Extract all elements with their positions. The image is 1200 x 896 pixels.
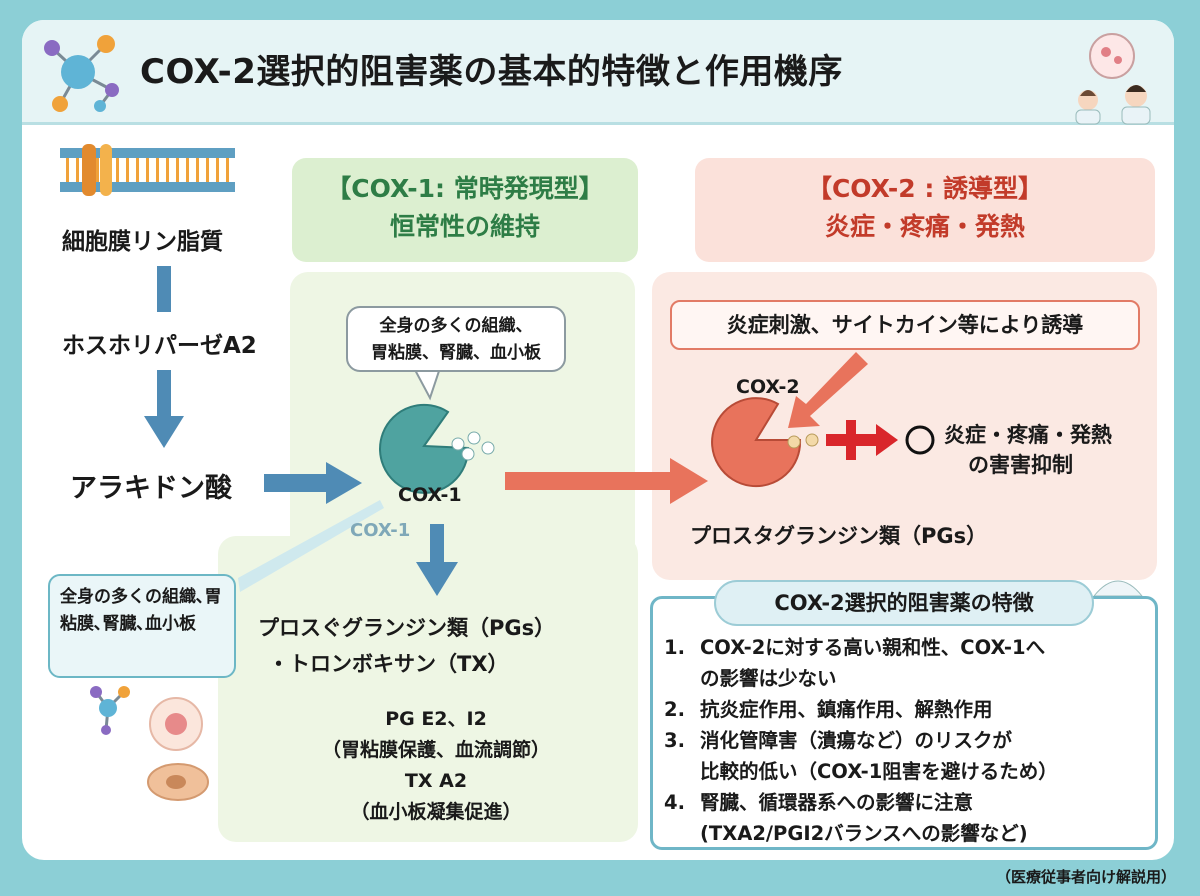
- title-band: [22, 20, 1174, 125]
- feature-item: 3. 消化管障害（潰瘍など）のリスクが 比較的低い（COX-1阻害を避けるため）: [664, 725, 1154, 787]
- cox1-header-line2: 恒常性の維持: [389, 212, 540, 241]
- feature-num: 1.: [664, 636, 685, 659]
- cells-illustration: [90, 686, 209, 801]
- features-title: COX-2選択的阻害薬の特徴: [714, 580, 1094, 626]
- cox1-effects-list: PG E2、I2 （胃粘膜保護、血流調節） TX A2 （血小板凝集促進）: [250, 704, 622, 828]
- membrane-label: 細胞膜リン脂質: [62, 229, 223, 255]
- molecule-icon: [44, 35, 119, 112]
- cox2-header-line1: 【COX-2 : 誘導型】: [806, 174, 1044, 203]
- cox1-panel-extension: [218, 536, 638, 842]
- feature-num: 3.: [664, 729, 685, 752]
- cox1-bubble-line1: 全身の多くの組織、: [379, 316, 533, 336]
- feature-text: 消化管障害（潰瘍など）のリスクが 比較的低い（COX-1阻害を避けるため）: [700, 729, 1058, 783]
- cox1-header: 【COX-1: 常時発現型】 恒常性の維持: [292, 158, 638, 262]
- enzyme-label: ホスホリパーゼA2: [62, 333, 257, 359]
- feature-text: 腎臓、循環器系への影響に注意 (TXA2/PGI2バランスへの影響など): [700, 791, 1028, 845]
- feature-text: 抗炎症作用、鎮痛作用、解熱作用: [700, 698, 993, 721]
- cox1-bubble-line2: 胃粘膜、腎臓、血小板: [371, 343, 541, 363]
- cox1-faded-label: COX-1: [350, 520, 411, 541]
- cox2-effect-text: 炎症・疼痛・発熱 の害害抑制: [944, 420, 1144, 480]
- feature-num: 2.: [664, 698, 685, 721]
- cox2-product-label: プロスタグランジン類（PGs）: [690, 524, 988, 548]
- cox1-products-line1: プロスぐグランジン類（PGs）: [258, 616, 556, 640]
- cox2-effect-line1: 炎症・疼痛・発熱: [944, 423, 1112, 447]
- substrate-label: アラキドン酸: [70, 473, 232, 504]
- features-list: 1. COX-2に対する高い親和性、COX-1へ の影響は少ない 2. 抗炎症作…: [664, 632, 1154, 849]
- cox1-side-bubble: 全身の多くの組織､胃粘膜､腎臓､血小板: [48, 574, 236, 678]
- page-title: COX-2選択的阻害薬の基本的特徴と作用機序: [140, 52, 843, 92]
- cox2-enzyme-label: COX-2: [736, 376, 800, 398]
- cox1-effect-1: PG E2、I2: [385, 708, 487, 730]
- cox1-distribution-bubble: 全身の多くの組織、 胃粘膜、腎臓、血小板: [346, 306, 566, 372]
- cox2-header: 【COX-2 : 誘導型】 炎症・疼痛・発熱: [695, 158, 1155, 262]
- cox2-induction-box: 炎症刺激、サイトカイン等により誘導: [670, 300, 1140, 350]
- footer-note: （医療従事者向け解説用）: [995, 868, 1176, 886]
- doctors-illustration: [1075, 33, 1151, 125]
- feature-item: 4. 腎臓、循環器系への影響に注意 (TXA2/PGI2バランスへの影響など): [664, 787, 1154, 849]
- feature-text: COX-2に対する高い親和性、COX-1へ の影響は少ない: [700, 636, 1046, 690]
- cox1-effect-4: （血小板凝集促進）: [350, 801, 522, 823]
- lipid-bilayer-icon: [60, 144, 235, 196]
- feature-item: 1. COX-2に対する高い親和性、COX-1へ の影響は少ない: [664, 632, 1154, 694]
- feature-num: 4.: [664, 791, 685, 814]
- cox1-products-line2: ・トロンボキサン（TX）: [268, 652, 509, 676]
- cox2-effect-line2: の害害抑制: [968, 453, 1073, 477]
- cox1-effect-2: （胃粘膜保護、血流調節）: [321, 739, 550, 761]
- cox1-header-line1: 【COX-1: 常時発現型】: [326, 174, 604, 203]
- cox1-enzyme-label: COX-1: [398, 484, 462, 506]
- cox2-header-line2: 炎症・疼痛・発熱: [824, 212, 1025, 241]
- cox1-effect-3: TX A2: [404, 770, 468, 792]
- feature-item: 2. 抗炎症作用、鎮痛作用、解熱作用: [664, 694, 1154, 725]
